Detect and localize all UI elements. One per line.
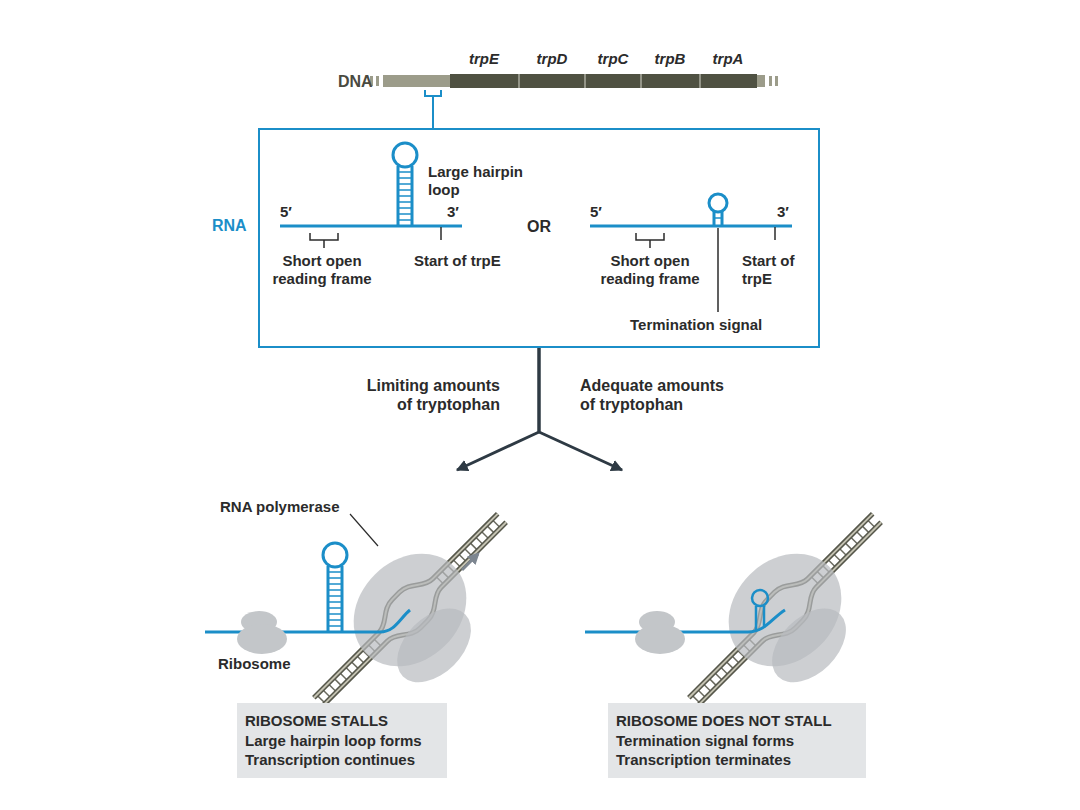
outcome-heading: RIBOSOME STALLS (245, 711, 439, 731)
part-label: 3′ (447, 203, 459, 221)
hairpin-stem (328, 566, 342, 632)
part-label: Large hairpin loop (428, 163, 528, 199)
dna-flank (383, 75, 450, 87)
start-tick (774, 227, 776, 240)
gene-label: trpD (512, 50, 592, 68)
gene-label: trpC (573, 50, 653, 68)
rna-strand (205, 610, 410, 632)
hairpin-loop (323, 543, 347, 567)
terminator-stem (756, 606, 764, 630)
gene-boundary (700, 74, 701, 88)
hairpin-stem (398, 166, 412, 226)
part-label: 5′ (280, 203, 292, 221)
gene-label: trpA (688, 50, 768, 68)
outcome-box: RIBOSOME DOES NOT STALLTermination signa… (580, 470, 870, 785)
dna-flank (757, 75, 765, 87)
leader-line (350, 514, 378, 546)
part-label: Short open reading frame (595, 252, 705, 288)
part-label: RNA (212, 216, 247, 235)
part-label: Ribosome (218, 655, 291, 673)
rna-strand (280, 225, 462, 228)
part-label: 5′ (590, 203, 602, 221)
orf-bracket (636, 233, 664, 248)
leader-line (717, 228, 719, 312)
hairpin-stem (398, 172, 412, 220)
outcome-box: RIBOSOME STALLSLarge hairpin loop formsT… (205, 470, 505, 785)
terminator-stem (714, 217, 722, 219)
part-label: Start of trpE (742, 252, 812, 288)
outcome-text: Transcription continues (245, 750, 439, 770)
part-label: Short open reading frame (267, 252, 377, 288)
ribosome-large-subunit (237, 624, 287, 654)
gene-boundary (585, 74, 586, 88)
rna-strand (590, 225, 792, 228)
gene-boundary (519, 74, 520, 88)
part-label: Start of trpE (414, 252, 524, 270)
caption-panel: RIBOSOME DOES NOT STALLTermination signa… (608, 703, 866, 778)
terminator-loop (709, 194, 727, 212)
gene-boundary (641, 74, 642, 88)
rna-structure-panel: Large hairpin loop5′3′RNAShort open read… (258, 128, 820, 348)
outcome-heading: RIBOSOME DOES NOT STALL (616, 711, 858, 731)
part-label: Termination signal (630, 316, 800, 334)
part-label: OR (527, 217, 551, 236)
gene-label: trpE (444, 50, 524, 68)
part-label: 3′ (777, 203, 789, 221)
dna-break-mark (775, 76, 778, 86)
part-label: RNA polymerase (220, 498, 340, 516)
dna-break-mark (769, 76, 772, 86)
ribosome-large-subunit (635, 624, 685, 654)
leader-bracket (425, 90, 441, 128)
orf-bracket (310, 233, 338, 248)
start-tick (440, 227, 442, 240)
gene-region (450, 74, 757, 88)
movement-arrow (462, 554, 478, 570)
hairpin-stem (328, 572, 342, 626)
outcome-text: Large hairpin loop forms (245, 731, 439, 751)
dna-break-mark (376, 76, 379, 86)
gene-label: trpB (630, 50, 710, 68)
caption-panel: RIBOSOME STALLSLarge hairpin loop formsT… (237, 703, 447, 778)
terminator-loop (752, 590, 768, 606)
hairpin-loop (393, 143, 417, 167)
condition-label: Limiting amounts of tryptophan (356, 376, 500, 414)
outcome-text: Transcription terminates (616, 750, 858, 770)
outcome-text: Termination signal forms (616, 731, 858, 751)
condition-label: Adequate amounts of tryptophan (580, 376, 724, 414)
molecule-label: DNA (338, 72, 373, 91)
